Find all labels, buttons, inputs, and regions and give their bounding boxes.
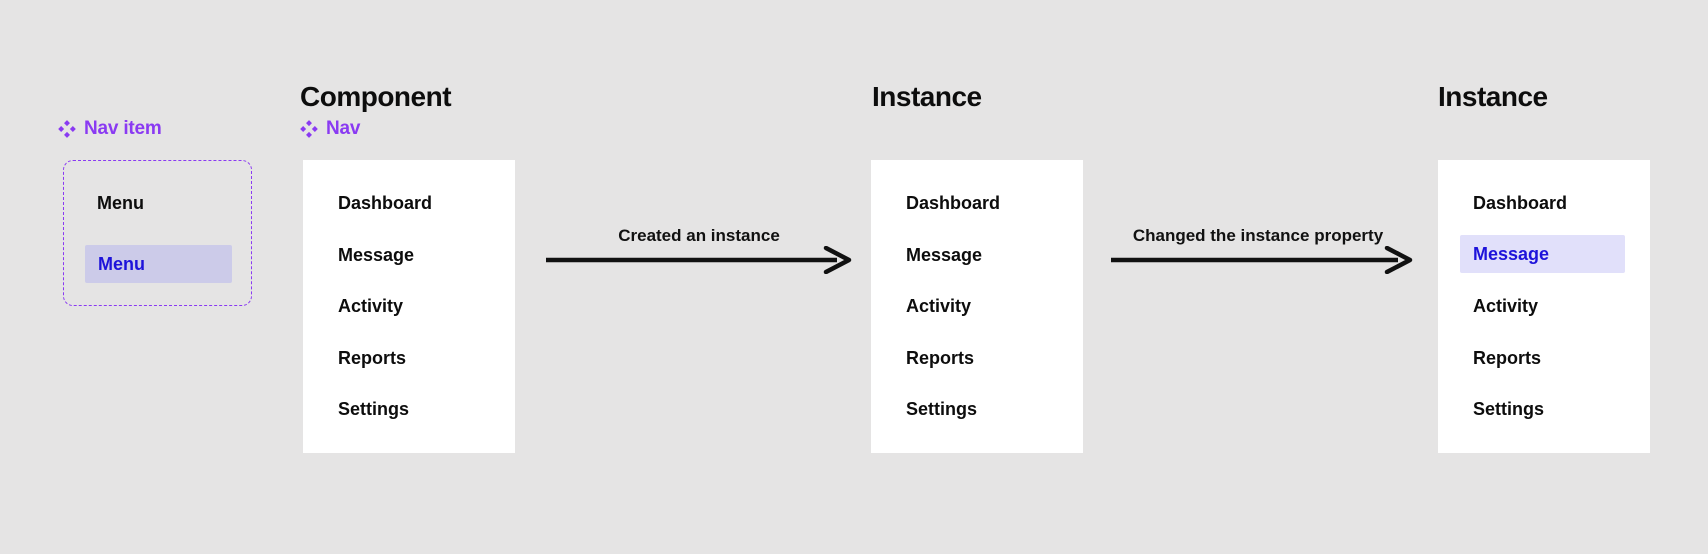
nav-item-reports[interactable]: Reports (338, 348, 407, 368)
frame-title-instance-2: Instance (1438, 81, 1548, 112)
nav-item-reports[interactable]: Reports (906, 348, 975, 368)
nav-item-settings[interactable]: Settings (906, 399, 978, 419)
menu-item-default[interactable]: Menu (97, 193, 144, 213)
nav-panel-instance-2: Dashboard Message Activity Reports Setti… (1438, 160, 1650, 453)
arrow-label-created-instance: Created an instance (618, 226, 780, 245)
nav-item-reports[interactable]: Reports (1473, 348, 1542, 368)
nav-item-dashboard[interactable]: Dashboard (338, 193, 433, 213)
menu-item-selected[interactable]: Menu (85, 245, 232, 283)
nav-item-settings[interactable]: Settings (1473, 399, 1545, 419)
component-tag-nav-item: Nav item (58, 118, 162, 140)
nav-item-message[interactable]: Message (338, 245, 415, 265)
arrow-right-icon (546, 246, 852, 274)
nav-item-activity[interactable]: Activity (1473, 296, 1539, 316)
component-tag-label: Nav item (84, 118, 162, 139)
nav-item-dashboard[interactable]: Dashboard (906, 193, 1001, 213)
nav-item-activity[interactable]: Activity (338, 296, 404, 316)
frame-title-instance-1: Instance (872, 81, 982, 112)
nav-item-dashboard[interactable]: Dashboard (1473, 193, 1568, 213)
nav-item-message-selected[interactable]: Message (1460, 235, 1625, 273)
nav-item-message[interactable]: Message (906, 245, 983, 265)
arrow-right-icon (1111, 246, 1413, 274)
component-diamonds-icon (58, 120, 76, 138)
component-diamonds-icon (300, 120, 318, 138)
nav-item-activity[interactable]: Activity (906, 296, 972, 316)
component-tag-label: Nav (326, 118, 361, 139)
component-tag-nav: Nav (300, 118, 360, 140)
nav-panel-component: Dashboard Message Activity Reports Setti… (303, 160, 515, 453)
frame-title-component: Component (300, 81, 452, 112)
component-master-frame[interactable]: Menu Menu (63, 160, 252, 306)
nav-item-settings[interactable]: Settings (338, 399, 410, 419)
arrow-label-changed-property: Changed the instance property (1132, 226, 1384, 245)
nav-panel-instance-1: Dashboard Message Activity Reports Setti… (871, 160, 1083, 453)
